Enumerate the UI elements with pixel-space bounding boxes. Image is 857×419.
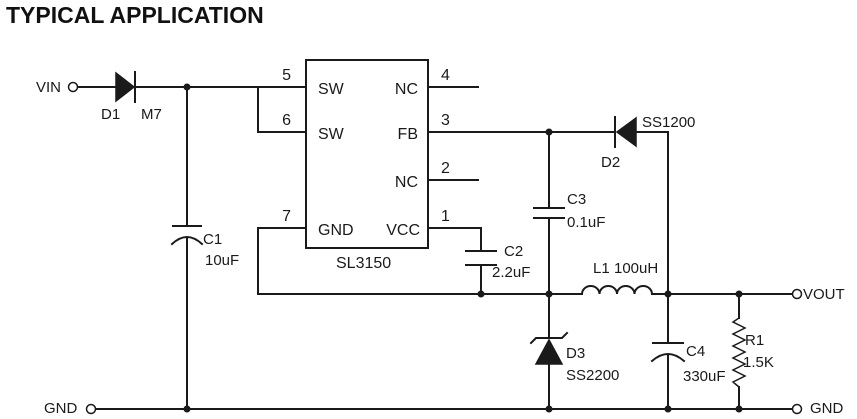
pin-2-name: NC bbox=[395, 174, 418, 191]
d1-part: M7 bbox=[141, 106, 162, 123]
pin-3-number: 3 bbox=[441, 112, 450, 129]
gnd-left-label: GND bbox=[44, 400, 78, 417]
pin-7-name: GND bbox=[318, 222, 354, 239]
c4-value: 330uF bbox=[683, 368, 726, 385]
l1-value: 100uH bbox=[614, 260, 658, 277]
c3-value: 0.1uF bbox=[567, 214, 605, 231]
d2-ref: D2 bbox=[601, 154, 620, 171]
pin-4-name: NC bbox=[395, 81, 418, 98]
terminal-vin: VIN bbox=[36, 79, 79, 96]
junction-dots bbox=[183, 83, 743, 413]
ic-sl3150: 5 SW 6 SW 7 GND 4 NC 3 FB 2 NC 1 VCC SL3… bbox=[282, 59, 450, 272]
pin-7-number: 7 bbox=[282, 208, 291, 225]
capacitor-c2: C2 2.2uF bbox=[465, 243, 530, 281]
capacitor-c1: C1 10uF bbox=[170, 225, 239, 269]
terminal-vout: VOUT bbox=[791, 286, 845, 303]
vin-label: VIN bbox=[36, 79, 61, 96]
l1-ref: L1 bbox=[593, 260, 610, 277]
r1-ref: R1 bbox=[745, 332, 764, 349]
pin-5-name: SW bbox=[318, 81, 345, 98]
pin-3-name: FB bbox=[398, 126, 418, 143]
pin-6-name: SW bbox=[318, 126, 345, 143]
page-title: TYPICAL APPLICATION bbox=[6, 2, 264, 28]
d3-part: SS2200 bbox=[566, 367, 619, 384]
r1-value: 1.5K bbox=[743, 354, 774, 371]
wires bbox=[77, 86, 793, 410]
terminal-gnd-right: GND bbox=[791, 400, 844, 417]
pin-6-number: 6 bbox=[282, 112, 291, 129]
gnd-right-label: GND bbox=[810, 400, 844, 417]
zener-diode-d3: D3 SS2200 bbox=[529, 331, 619, 384]
ic-part-label: SL3150 bbox=[336, 255, 391, 272]
d3-ref: D3 bbox=[566, 345, 585, 362]
pin-1-number: 1 bbox=[441, 208, 450, 225]
resistor-r1: R1 1.5K bbox=[731, 317, 774, 388]
pin-4-number: 4 bbox=[441, 67, 450, 84]
inductor-l1: L1 100uH bbox=[548, 260, 658, 296]
pin-1-name: VCC bbox=[386, 222, 420, 239]
c1-ref: C1 bbox=[203, 231, 222, 248]
c2-ref: C2 bbox=[504, 243, 523, 260]
d2-part: SS1200 bbox=[642, 114, 695, 131]
terminal-gnd-left: GND bbox=[44, 400, 97, 417]
c2-value: 2.2uF bbox=[492, 264, 530, 281]
pin-2-number: 2 bbox=[441, 160, 450, 177]
c1-value: 10uF bbox=[205, 252, 239, 269]
diode-d1: D1 M7 bbox=[101, 71, 162, 123]
capacitor-c3: C3 0.1uF bbox=[533, 191, 605, 231]
c4-ref: C4 bbox=[686, 343, 705, 360]
d1-ref: D1 bbox=[101, 106, 120, 123]
capacitor-c4: C4 330uF bbox=[650, 342, 726, 385]
c3-ref: C3 bbox=[567, 191, 586, 208]
diode-d2: SS1200 D2 bbox=[601, 114, 695, 171]
vout-label: VOUT bbox=[803, 286, 845, 303]
pin-5-number: 5 bbox=[282, 67, 291, 84]
